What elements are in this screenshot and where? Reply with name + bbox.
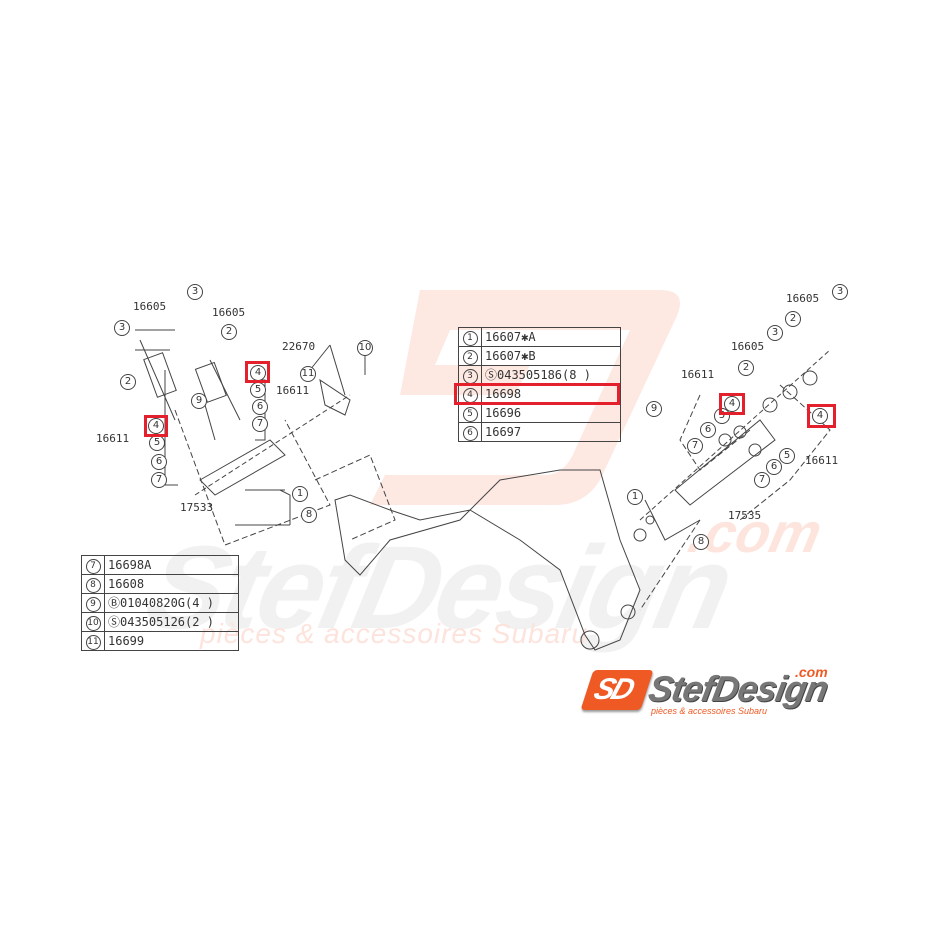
- highlight-box-callout-4: [719, 393, 745, 415]
- part-number: 16607✱B: [481, 346, 621, 366]
- label-16605: 16605: [786, 292, 820, 305]
- callout-7: 7: [687, 438, 703, 454]
- logo-com: .com: [795, 664, 828, 680]
- watermark-sd-shape: [370, 290, 680, 505]
- callout-7: 7: [151, 472, 167, 488]
- logo-tagline: pièces & accessoires Subaru: [651, 706, 768, 716]
- part-number: 16698A: [104, 555, 239, 575]
- callout-10: 10: [357, 340, 373, 356]
- ref-circle: 8: [85, 578, 101, 593]
- label-17533: 17533: [180, 501, 214, 514]
- callout-8: 8: [693, 534, 709, 550]
- ref-circle: 6: [462, 426, 478, 441]
- part-number: Ⓢ043505186(8 ): [481, 365, 621, 385]
- label-22670: 22670: [282, 340, 316, 353]
- label-16605: 16605: [133, 300, 167, 313]
- label-17535: 17535: [728, 509, 762, 522]
- part-number: Ⓑ01040820G(4 ): [104, 593, 239, 613]
- part-number: 16608: [104, 574, 239, 594]
- callout-9: 9: [191, 393, 207, 409]
- ref-circle: 9: [85, 597, 101, 612]
- ref-circle: 7: [85, 559, 101, 574]
- callout-6: 6: [700, 422, 716, 438]
- label-16611: 16611: [681, 368, 715, 381]
- ref-circle: 5: [462, 407, 478, 422]
- label-16611: 16611: [805, 454, 839, 467]
- callout-1: 1: [292, 486, 308, 502]
- callout-7: 7: [252, 416, 268, 432]
- callout-9: 9: [646, 401, 662, 417]
- callout-2: 2: [738, 360, 754, 376]
- part-number: 16699: [104, 631, 239, 651]
- callout-6: 6: [252, 399, 268, 415]
- callout-4: 4: [812, 408, 828, 424]
- badge-text: SD: [589, 673, 637, 706]
- label-16605: 16605: [731, 340, 765, 353]
- ref-circle: 1: [462, 331, 478, 346]
- part-number: Ⓢ043505126(2 ): [104, 612, 239, 632]
- callout-3: 3: [767, 325, 783, 341]
- callout-8: 8: [301, 507, 317, 523]
- callout-2: 2: [221, 324, 237, 340]
- watermark-tagline: pièces & accessoires Subaru: [200, 618, 589, 649]
- callout-3: 3: [832, 284, 848, 300]
- highlight-box-callout-4: [807, 404, 836, 428]
- sd-badge-icon: SD: [580, 670, 654, 710]
- callout-1: 1: [627, 489, 643, 505]
- label-16605: 16605: [212, 306, 246, 319]
- callout-6: 6: [151, 454, 167, 470]
- part-number: 16696: [481, 403, 621, 423]
- callout-5: 5: [149, 435, 165, 451]
- callout-2: 2: [785, 311, 801, 327]
- callout-6: 6: [766, 459, 782, 475]
- label-16611: 16611: [96, 432, 130, 445]
- callout-11: 11: [300, 366, 316, 382]
- ref-circle: 11: [85, 635, 101, 650]
- callout-7: 7: [754, 472, 770, 488]
- label-16611: 16611: [276, 384, 310, 397]
- highlight-box-callout-4: [245, 361, 270, 383]
- ref-circle: 3: [462, 369, 478, 384]
- callout-3: 3: [114, 320, 130, 336]
- callout-4: 4: [148, 418, 164, 434]
- highlight-box-callout-4: [144, 415, 168, 437]
- highlight-box-legend: [454, 383, 620, 405]
- callout-3: 3: [187, 284, 203, 300]
- callout-5: 5: [779, 448, 795, 464]
- callout-5: 5: [250, 382, 266, 398]
- part-number: 16607✱A: [481, 327, 621, 347]
- ref-circle: 2: [462, 350, 478, 365]
- callout-4: 4: [724, 396, 740, 412]
- ref-circle: 10: [85, 616, 101, 631]
- stefdesign-logo: SD StefDesign .com pièces & accessoires …: [580, 664, 848, 720]
- part-number: 16697: [481, 422, 621, 442]
- callout-2: 2: [120, 374, 136, 390]
